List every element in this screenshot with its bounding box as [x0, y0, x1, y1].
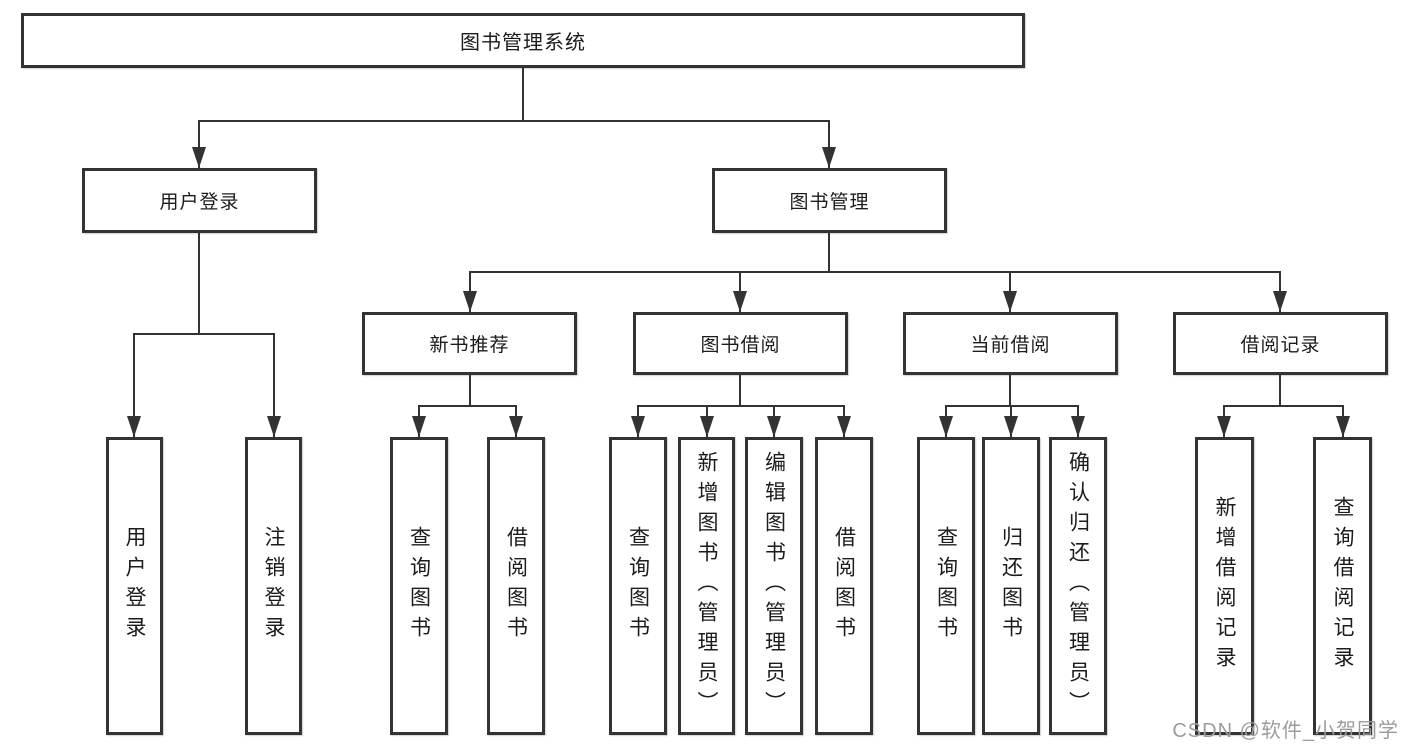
connector-records-rail — [1223, 405, 1344, 407]
leaf-query-borrow-record: 查询借阅记录 — [1313, 437, 1372, 735]
arrowhead-recommend-leaf-2 — [509, 416, 523, 437]
leaf-label: 借阅图书 — [832, 526, 856, 646]
node-book-borrow: 图书借阅 — [633, 312, 848, 375]
leaf-add-books-admin: 新增图书（管理员） — [678, 437, 735, 735]
connector-user-rail — [133, 333, 275, 335]
connector-recommend-rail — [418, 405, 517, 407]
node-label: 用户登录 — [159, 192, 240, 213]
node-current-borrow: 当前借阅 — [903, 312, 1118, 375]
leaf-borrow-books: 借阅图书 — [815, 437, 873, 735]
node-book-management: 图书管理 — [712, 168, 947, 233]
node-user-login: 用户登录 — [82, 168, 317, 233]
connector-management-rail — [469, 271, 1281, 273]
leaf-return-books: 归还图书 — [982, 437, 1040, 735]
connector-current-stub — [1009, 375, 1011, 407]
leaf-logout: 注销登录 — [245, 437, 302, 735]
connector-to-leaf-logout — [273, 333, 275, 437]
leaf-label: 新增图书（管理员） — [695, 451, 718, 721]
leaf-label: 用户登录 — [123, 526, 146, 646]
connector-to-leaf-user-login — [133, 333, 135, 437]
connector-borrow-rail — [637, 405, 844, 407]
connector-borrow-stub — [739, 375, 741, 407]
arrowhead-to-leaf-user-login — [127, 416, 141, 437]
node-label: 当前借阅 — [970, 335, 1051, 356]
leaf-confirm-return-admin: 确认归还（管理员） — [1049, 437, 1107, 735]
arrowhead-current-leaf-2 — [1004, 416, 1018, 437]
leaf-query-books-borrow: 查询图书 — [609, 437, 667, 735]
connector-to-book-management — [828, 120, 830, 168]
connector-records-stub — [1279, 375, 1281, 407]
connector-user-stub — [198, 233, 200, 335]
arrowhead-borrow-leaf-3 — [767, 416, 781, 437]
leaf-label: 借阅图书 — [504, 526, 528, 646]
node-label: 图书管理 — [789, 192, 870, 213]
node-library-system: 图书管理系统 — [21, 13, 1025, 68]
arrowhead-to-borrow — [733, 291, 747, 312]
leaf-add-borrow-record: 新增借阅记录 — [1195, 437, 1254, 735]
leaf-label: 编辑图书（管理员） — [762, 451, 786, 721]
csdn-watermark: CSDN @软件_小贺同学 — [1172, 720, 1399, 742]
leaf-label: 查询图书 — [407, 526, 431, 646]
arrowhead-to-book-management — [822, 147, 836, 168]
arrowhead-current-leaf-3 — [1071, 416, 1085, 437]
leaf-label: 查询图书 — [626, 526, 650, 646]
node-borrow-records: 借阅记录 — [1173, 312, 1388, 375]
arrowhead-borrow-leaf-2 — [700, 416, 714, 437]
node-label: 图书管理系统 — [460, 32, 586, 54]
leaf-query-books-recommend: 查询图书 — [390, 437, 448, 735]
node-label: 借阅记录 — [1240, 335, 1321, 356]
arrowhead-to-user-login — [192, 147, 206, 168]
leaf-label: 确认归还（管理员） — [1066, 451, 1090, 721]
leaf-label: 归还图书 — [999, 526, 1023, 646]
connector-recommend-stub — [469, 375, 471, 407]
arrowhead-recommend-leaf-1 — [412, 416, 426, 437]
leaf-label: 查询借阅记录 — [1331, 496, 1354, 676]
leaf-label: 查询图书 — [934, 526, 958, 646]
leaf-query-books-current: 查询图书 — [917, 437, 975, 735]
arrowhead-records-leaf-1 — [1217, 416, 1231, 437]
connector-management-stub — [828, 233, 830, 273]
arrowhead-borrow-leaf-1 — [631, 416, 645, 437]
arrowhead-current-leaf-1 — [939, 416, 953, 437]
leaf-label: 注销登录 — [262, 526, 285, 646]
arrowhead-records-leaf-2 — [1336, 416, 1350, 437]
arrowhead-to-recommend — [463, 291, 477, 312]
leaf-label: 新增借阅记录 — [1213, 496, 1236, 676]
arrowhead-to-current — [1003, 291, 1017, 312]
connector-root-rail — [198, 120, 830, 122]
leaf-edit-books-admin: 编辑图书（管理员） — [745, 437, 803, 735]
arrowhead-to-records — [1273, 291, 1287, 312]
leaf-borrow-books-recommend: 借阅图书 — [487, 437, 545, 735]
node-label: 新书推荐 — [429, 335, 510, 356]
arrowhead-to-leaf-logout — [267, 416, 281, 437]
node-label: 图书借阅 — [700, 335, 781, 356]
arrowhead-borrow-leaf-4 — [837, 416, 851, 437]
connector-root-stub — [522, 68, 524, 122]
node-new-book-recommend: 新书推荐 — [362, 312, 577, 375]
leaf-user-login: 用户登录 — [106, 437, 163, 735]
connector-to-user-login — [198, 120, 200, 168]
